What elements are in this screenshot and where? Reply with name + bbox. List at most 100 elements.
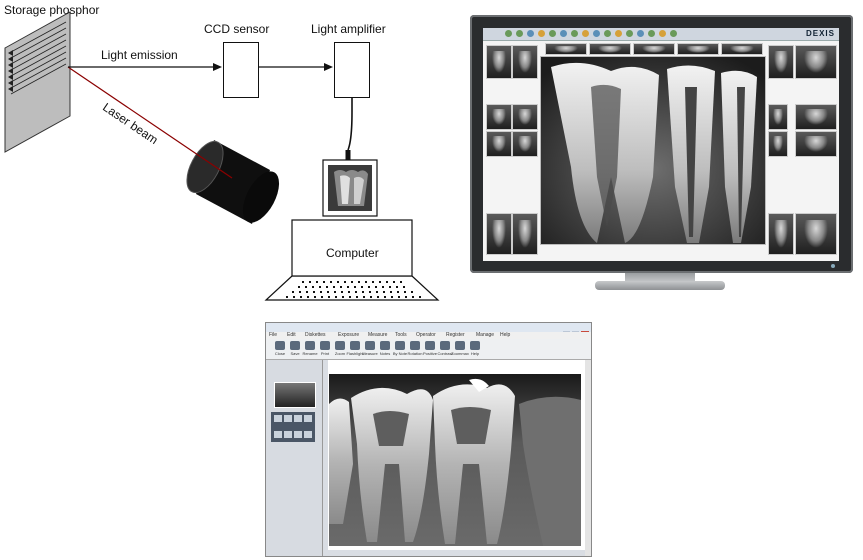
- tool-button-label: Help: [470, 351, 480, 356]
- tool-button-label: Close: [274, 351, 286, 356]
- toolbar-button-icon[interactable]: [516, 30, 523, 37]
- xray-thumbnail[interactable]: [512, 45, 538, 79]
- tool-button-icon[interactable]: [440, 341, 450, 350]
- tool-button-icon[interactable]: [425, 341, 435, 350]
- tool-button-label: Print: [320, 351, 330, 356]
- xray-thumbnail[interactable]: [274, 382, 316, 408]
- dexis-logo: DEXIS: [805, 29, 835, 38]
- toolbar-button-icon[interactable]: [538, 30, 545, 37]
- tool-button-icon[interactable]: [290, 341, 300, 350]
- power-led: [831, 264, 835, 268]
- menu-item[interactable]: Diskettes: [305, 332, 326, 338]
- toolbar-button-icon[interactable]: [593, 30, 600, 37]
- toolbar-button-icon[interactable]: [560, 30, 567, 37]
- menu-item[interactable]: Manage: [476, 332, 495, 338]
- toolbar-button-icon[interactable]: [648, 30, 655, 37]
- tool-button-label: Rename: [302, 351, 318, 356]
- xray-thumbnail[interactable]: [677, 43, 719, 55]
- toolbar-button-icon[interactable]: [637, 30, 644, 37]
- tool-button-icon[interactable]: [455, 341, 465, 350]
- xray-thumbnail[interactable]: [486, 213, 512, 255]
- monitor-stand: [595, 281, 725, 290]
- patient-panel: [266, 360, 323, 556]
- xray-thumbnail[interactable]: [589, 43, 631, 55]
- image-view-area: [328, 360, 585, 550]
- computer-base: [291, 219, 413, 277]
- toolbar-button-icon[interactable]: [505, 30, 512, 37]
- laser-beam-line: [67, 66, 233, 179]
- monitor-screen: DEXIS: [483, 28, 839, 261]
- toolbar-button-icon[interactable]: [615, 30, 622, 37]
- xray-thumbnail[interactable]: [768, 213, 794, 255]
- menu-item[interactable]: Help: [500, 332, 511, 338]
- xray-thumbnail[interactable]: [633, 43, 675, 55]
- tool-button-icon[interactable]: [320, 341, 330, 350]
- menu-item[interactable]: Edit: [287, 332, 296, 338]
- toolbar-button-icon[interactable]: [604, 30, 611, 37]
- toolbar-button-icon[interactable]: [626, 30, 633, 37]
- monitor-neck: [625, 273, 695, 283]
- toolbar-button-icon[interactable]: [582, 30, 589, 37]
- vertical-scrollbar[interactable]: [585, 360, 591, 556]
- tool-button-icon[interactable]: [380, 341, 390, 350]
- tool-button-icon[interactable]: [410, 341, 420, 350]
- xray-thumbnail[interactable]: [768, 45, 794, 79]
- toolbar-button-icon[interactable]: [571, 30, 578, 37]
- tool-button-label: Flashlight: [346, 351, 364, 356]
- menu-item[interactable]: Measure: [368, 332, 388, 338]
- tool-button-label: Save: [290, 351, 300, 356]
- xray-thumbnail[interactable]: [486, 131, 512, 157]
- ccd-sensor-box: [223, 42, 259, 98]
- main-xray-image[interactable]: [540, 56, 766, 245]
- tool-button-label: By Note: [392, 351, 408, 356]
- xray-thumbnail[interactable]: [795, 104, 837, 130]
- xray-thumbnail[interactable]: [512, 131, 538, 157]
- storage-phosphor-plate: [4, 11, 71, 153]
- menu-item[interactable]: Operator: [416, 332, 436, 338]
- xray-thumbnail[interactable]: [545, 43, 587, 55]
- xray-thumbnail[interactable]: [721, 43, 763, 55]
- light-emission-label: Light emission: [101, 48, 178, 62]
- light-amplifier-label: Light amplifier: [311, 22, 386, 36]
- window-controls[interactable]: [563, 324, 589, 337]
- main-xray-image[interactable]: [329, 374, 581, 546]
- xray-thumbnail[interactable]: [795, 213, 837, 255]
- monitor: DEXIS: [470, 15, 853, 290]
- tooth-chart-panel[interactable]: [271, 412, 315, 442]
- menu-item[interactable]: File: [269, 332, 278, 338]
- tool-button-label: Zoommax: [451, 351, 469, 356]
- tool-button-label: Positive: [422, 351, 437, 356]
- ccd-to-amplifier-arrow: [258, 63, 333, 71]
- menu-item[interactable]: Tools: [395, 332, 407, 338]
- monitor-toolbar: DEXIS: [483, 28, 839, 41]
- toolbar-button-icon[interactable]: [670, 30, 677, 37]
- storage-phosphor-label: Storage phosphor: [4, 3, 100, 17]
- xray-thumbnail[interactable]: [795, 45, 837, 79]
- laptop-keyboard: [264, 275, 440, 301]
- xray-thumbnail[interactable]: [795, 131, 837, 157]
- tool-button-icon[interactable]: [470, 341, 480, 350]
- xray-thumbnail[interactable]: [768, 131, 788, 157]
- tool-button-icon[interactable]: [350, 341, 360, 350]
- toolbar-button-icon[interactable]: [549, 30, 556, 37]
- menu-item[interactable]: Register: [446, 332, 465, 338]
- xray-thumbnail[interactable]: [512, 213, 538, 255]
- tool-button-icon[interactable]: [275, 341, 285, 350]
- light-emission-arrow: [68, 63, 222, 71]
- xray-thumbnail[interactable]: [486, 104, 512, 130]
- toolbar-button-icon[interactable]: [659, 30, 666, 37]
- light-amplifier-box: [334, 42, 370, 98]
- xray-thumbnail[interactable]: [768, 104, 788, 130]
- xray-thumbnail[interactable]: [486, 45, 512, 79]
- computer-screen: [322, 159, 378, 217]
- tool-button-icon[interactable]: [395, 341, 405, 350]
- tool-button-label: Rotation: [407, 351, 423, 356]
- tool-button-icon[interactable]: [365, 341, 375, 350]
- menu-item[interactable]: Exposure: [338, 332, 360, 338]
- xray-thumbnail[interactable]: [512, 104, 538, 130]
- menu-bar: File Edit Diskettes Exposure Measure Tools Ope…: [266, 332, 591, 339]
- toolbar-button-icon[interactable]: [527, 30, 534, 37]
- tool-button-icon[interactable]: [305, 341, 315, 350]
- tool-button-icon[interactable]: [335, 341, 345, 350]
